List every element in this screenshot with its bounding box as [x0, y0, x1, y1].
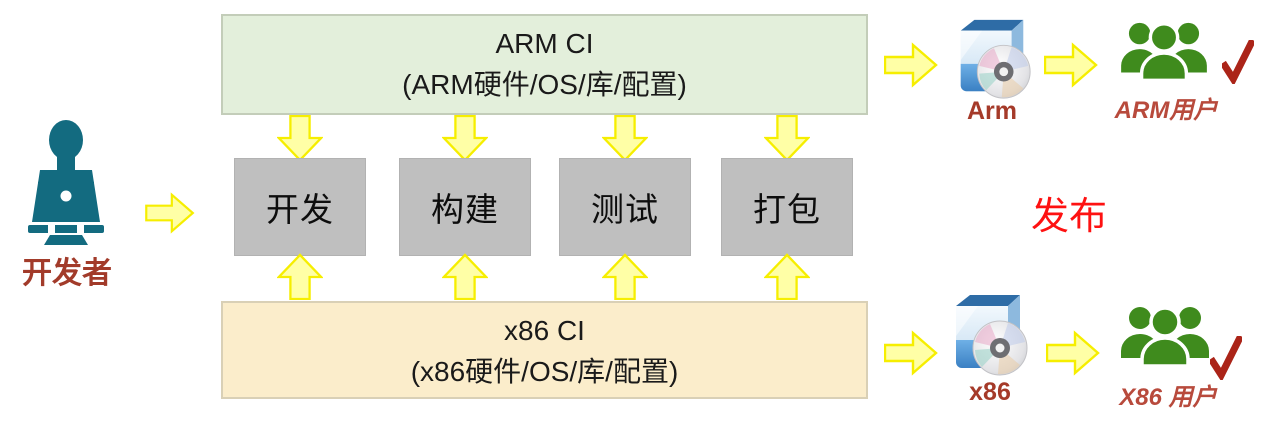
arm-ci-title: ARM CI [495, 28, 594, 59]
arrow-armci-to-test-icon [602, 115, 648, 162]
x86-ci-subtitle: (x86硬件/OS/库/配置) [410, 356, 679, 387]
arrow-x86ci-to-build-icon [442, 253, 488, 300]
stage-label-build: 构建 [431, 191, 499, 228]
arrow-armci-to-build-icon [442, 115, 488, 162]
arrow-x86-package-to-users-icon [1046, 330, 1100, 376]
stage-box-test: 测试 [559, 158, 691, 256]
stage-box-package: 打包 [721, 158, 853, 256]
x86-ci-title: x86 CI [504, 315, 585, 346]
arrow-x86ci-to-develop-icon [277, 253, 323, 300]
stage-label-develop: 开发 [266, 191, 334, 228]
developer-icon [24, 116, 108, 246]
arm-ci-subtitle: (ARM硬件/OS/库/配置) [402, 69, 687, 100]
arm-users-icon [1118, 16, 1210, 92]
stage-label-test: 测试 [591, 191, 659, 228]
arm-ci-box: ARM CI (ARM硬件/OS/库/配置) [221, 14, 868, 115]
stage-label-package: 打包 [753, 191, 821, 228]
arm-software-package-icon [950, 15, 1034, 103]
x86-users-label: X86 用户 [1119, 384, 1217, 411]
x86-software-package-icon [944, 290, 1032, 380]
developer-label: 开发者 [22, 257, 112, 290]
arrow-x86ci-to-test-icon [602, 253, 648, 300]
arrow-x86ci-to-package-icon [764, 253, 810, 300]
x86-users-icon [1118, 300, 1212, 378]
release-label: 发布 [1030, 196, 1107, 238]
arrow-armci-to-package-icon [764, 115, 810, 162]
arrow-developer-to-pipeline-icon [145, 192, 195, 234]
arm-users-check-icon [1222, 40, 1254, 84]
stage-box-build: 构建 [399, 158, 531, 256]
x86-ci-box: x86 CI (x86硬件/OS/库/配置) [221, 301, 868, 399]
arrow-armci-to-develop-icon [277, 115, 323, 162]
arm-package-label: Arm [966, 97, 1017, 125]
stage-box-develop: 开发 [234, 158, 366, 256]
arrow-armci-to-arm-package-icon [884, 42, 938, 88]
x86-package-label: x86 [969, 378, 1011, 406]
x86-users-check-icon [1210, 336, 1242, 380]
arrow-arm-package-to-users-icon [1044, 42, 1098, 88]
arrow-x86ci-to-x86-package-icon [884, 330, 938, 376]
arm-users-label: ARM用户 [1114, 97, 1218, 124]
